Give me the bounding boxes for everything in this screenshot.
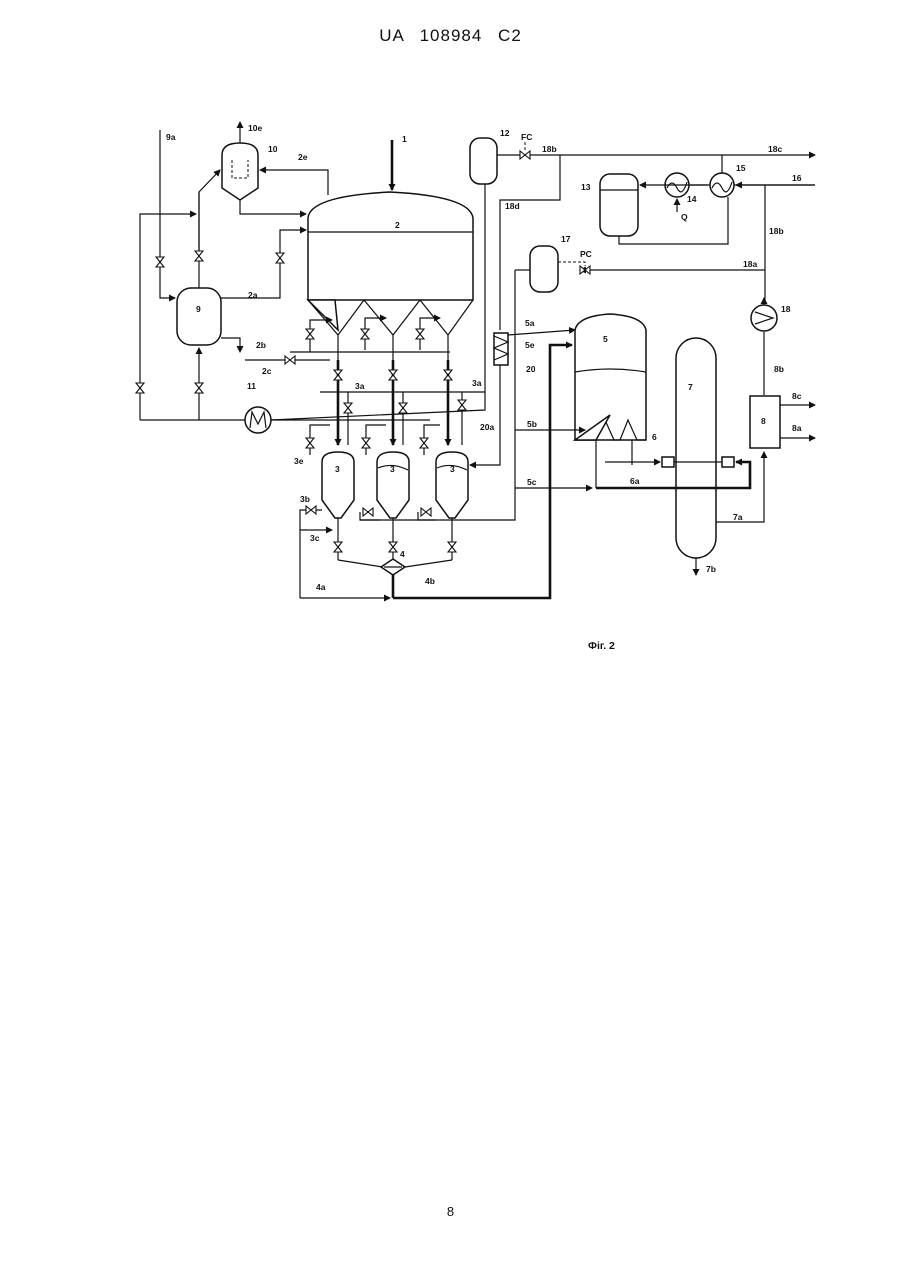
label-4a: 4a bbox=[316, 582, 326, 592]
label-vessel-3c: 3 bbox=[450, 464, 455, 474]
valve-icon bbox=[195, 251, 203, 261]
label-5: 5 bbox=[603, 334, 608, 344]
label-10e: 10e bbox=[248, 123, 262, 133]
label-10: 10 bbox=[268, 144, 278, 154]
valve-icon bbox=[399, 403, 407, 413]
label-8c: 8c bbox=[792, 391, 802, 401]
valve-icon bbox=[389, 370, 397, 380]
valve-icon bbox=[363, 508, 373, 516]
valve-icon bbox=[444, 370, 452, 380]
valve-icon bbox=[421, 508, 431, 516]
label-pc: PC bbox=[580, 249, 592, 259]
label-4b: 4b bbox=[425, 576, 435, 586]
filter-vessel-10 bbox=[222, 122, 328, 214]
vessel-17 bbox=[515, 246, 765, 292]
valve-icon bbox=[420, 438, 428, 448]
label-18c: 18c bbox=[768, 144, 782, 154]
label-16: 16 bbox=[792, 173, 802, 183]
label-18d: 18d bbox=[505, 201, 520, 211]
label-2: 2 bbox=[395, 220, 400, 230]
label-11: 11 bbox=[247, 381, 256, 391]
label-5c: 5c bbox=[527, 477, 537, 487]
label-fc: FC bbox=[521, 132, 532, 142]
valve-icon bbox=[156, 257, 164, 267]
label-vessel-3a: 3 bbox=[335, 464, 340, 474]
figure-caption: Фіг. 2 bbox=[588, 640, 615, 652]
valve-icon bbox=[285, 356, 295, 364]
valve-icon bbox=[458, 400, 466, 410]
valve-icon bbox=[344, 403, 352, 413]
label-5a: 5a bbox=[525, 318, 535, 328]
label-2a: 2a bbox=[248, 290, 258, 300]
separator-8 bbox=[750, 396, 815, 448]
valve-icon bbox=[362, 438, 370, 448]
label-20: 20 bbox=[526, 364, 536, 374]
label-18: 18 bbox=[781, 304, 791, 314]
valve-icon bbox=[306, 329, 314, 339]
label-18a: 18a bbox=[743, 259, 757, 269]
label-20a: 20a bbox=[480, 422, 494, 432]
label-9: 9 bbox=[196, 304, 201, 314]
label-12: 12 bbox=[500, 128, 510, 138]
label-8b: 8b bbox=[774, 364, 784, 374]
valve-icon bbox=[416, 329, 424, 339]
label-17: 17 bbox=[561, 234, 571, 244]
valve-icon bbox=[276, 253, 284, 263]
valve-icon bbox=[334, 370, 342, 380]
label-6: 6 bbox=[652, 432, 657, 442]
label-8a: 8a bbox=[792, 423, 802, 433]
label-15: 15 bbox=[736, 163, 746, 173]
label-5e: 5e bbox=[525, 340, 535, 350]
label-5b: 5b bbox=[527, 419, 537, 429]
label-2c: 2c bbox=[262, 366, 272, 376]
label-3c: 3c bbox=[310, 533, 320, 543]
valve-icon bbox=[520, 151, 530, 159]
valve-icon bbox=[361, 329, 369, 339]
valve-icon bbox=[389, 542, 397, 552]
label-13: 13 bbox=[581, 182, 591, 192]
label-18b-top: 18b bbox=[542, 144, 557, 154]
label-2b: 2b bbox=[256, 340, 266, 350]
cone-purge-lines bbox=[290, 318, 452, 380]
label-3b: 3b bbox=[300, 494, 310, 504]
valve-icon bbox=[580, 266, 590, 274]
compressor-18 bbox=[751, 298, 777, 395]
label-2e: 2e bbox=[298, 152, 308, 162]
heat-exchanger-11 bbox=[140, 392, 485, 433]
label-9a: 9a bbox=[166, 132, 176, 142]
label-vessel-3b: 3 bbox=[390, 464, 395, 474]
label-3a-right: 3a bbox=[472, 378, 482, 388]
line-3a bbox=[306, 340, 485, 455]
label-7b: 7b bbox=[706, 564, 716, 574]
label-1: 1 bbox=[402, 134, 407, 144]
label-3a-left: 3a bbox=[355, 381, 365, 391]
label-7a: 7a bbox=[733, 512, 743, 522]
valve-icon bbox=[195, 383, 203, 393]
label-4: 4 bbox=[400, 549, 405, 559]
storage-silo-2 bbox=[308, 192, 473, 360]
label-3e: 3e bbox=[294, 456, 304, 466]
valve-icon bbox=[306, 506, 316, 514]
valve-icon bbox=[306, 438, 314, 448]
label-14: 14 bbox=[687, 194, 697, 204]
valve-icon bbox=[448, 542, 456, 552]
label-6a: 6a bbox=[630, 476, 640, 486]
valve-icon bbox=[136, 383, 144, 393]
valve-icon bbox=[334, 542, 342, 552]
label-8: 8 bbox=[761, 416, 766, 426]
label-7: 7 bbox=[688, 382, 693, 392]
page-number: 8 bbox=[0, 1204, 901, 1219]
separator-5 bbox=[515, 314, 660, 488]
label-18b-right: 18b bbox=[769, 226, 784, 236]
label-q: Q bbox=[681, 212, 688, 222]
